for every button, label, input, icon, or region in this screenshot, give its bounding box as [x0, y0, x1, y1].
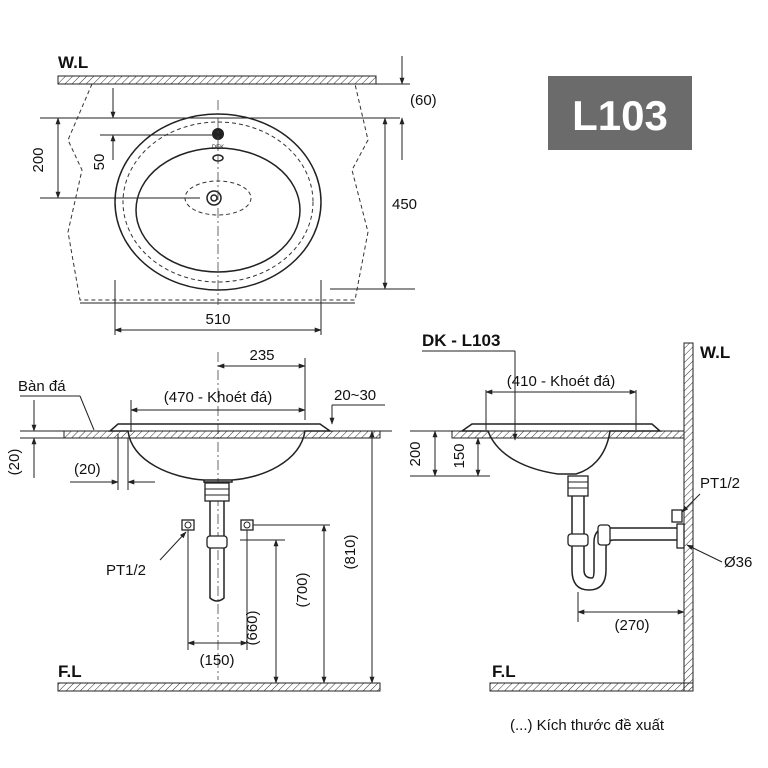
dim-150-front: (150): [199, 652, 234, 669]
top-wall-level-label: W.L: [58, 53, 88, 72]
front-drain-pipe: [209, 501, 225, 602]
drain-hole-icon: [206, 190, 222, 206]
basin-inner-rim: [122, 121, 314, 283]
front-countertop: [63, 430, 381, 439]
side-basin-body: [459, 423, 662, 475]
dim-60-top: (60): [410, 92, 437, 109]
dim-700-front: (700): [294, 572, 311, 607]
dim-200-top: 200: [30, 147, 47, 172]
stone-label-front: Bàn đá: [18, 378, 66, 395]
dim-20-30-front: 20~30: [334, 387, 376, 404]
side-drain-nut: [567, 475, 589, 497]
side-view: DK - L103 W.L (410 - Khoét đá) 200 150: [407, 331, 752, 692]
front-view: 235 (470 - Khoét đá) 20~30 Bàn đá (20) (…: [6, 347, 392, 692]
model-badge-text: L103: [572, 92, 668, 139]
dim-270-side: (270): [614, 617, 649, 634]
valve-left-icon: [181, 519, 195, 531]
top-view: W.L DEK 200 50 (60) 450: [30, 53, 437, 335]
side-valve-icon: [671, 509, 683, 523]
dim-cutout-side: (410 - Khoét đá): [507, 373, 615, 390]
countertop-outline: [67, 83, 369, 301]
dim-20-vertical-front: (20): [6, 449, 23, 476]
dim-20-horizontal-front: (20): [74, 461, 101, 478]
dim-cutout-front: (470 - Khoét đá): [164, 389, 272, 406]
dim-50-top: 50: [91, 154, 108, 171]
dim-235-front: 235: [249, 347, 274, 364]
front-floor-label: F.L: [58, 662, 82, 681]
wall-flange-icon: [676, 523, 685, 549]
dim-150-side: 150: [451, 443, 468, 468]
front-floor-band: [57, 682, 381, 692]
dim-510-top: 510: [205, 311, 230, 328]
thread-label-front: PT1/2: [106, 562, 146, 579]
side-floor-band: [489, 682, 694, 692]
dim-200-side: 200: [407, 441, 424, 466]
thread-label-side: PT1/2: [700, 475, 740, 492]
overflow-hole-icon: [212, 128, 224, 140]
side-p-trap: [571, 496, 684, 591]
model-badge: L103: [548, 76, 692, 150]
logo-text: DEK: [212, 145, 224, 151]
dim-810-front: (810): [342, 534, 359, 569]
footnote: (...) Kích thước đề xuất: [510, 717, 665, 734]
side-wall-level-label: W.L: [700, 343, 730, 362]
side-countertop: [451, 430, 685, 439]
dim-660-front: (660): [244, 610, 261, 645]
valve-right-icon: [240, 519, 254, 531]
side-floor-label: F.L: [492, 662, 516, 681]
dim-450-top: 450: [392, 196, 417, 213]
side-wall-band: [683, 342, 694, 692]
side-model-title: DK - L103: [422, 331, 500, 350]
top-wall-band: [57, 75, 377, 85]
front-drain-nut: [204, 482, 230, 502]
dim-diameter-side: Ø36: [724, 554, 752, 571]
